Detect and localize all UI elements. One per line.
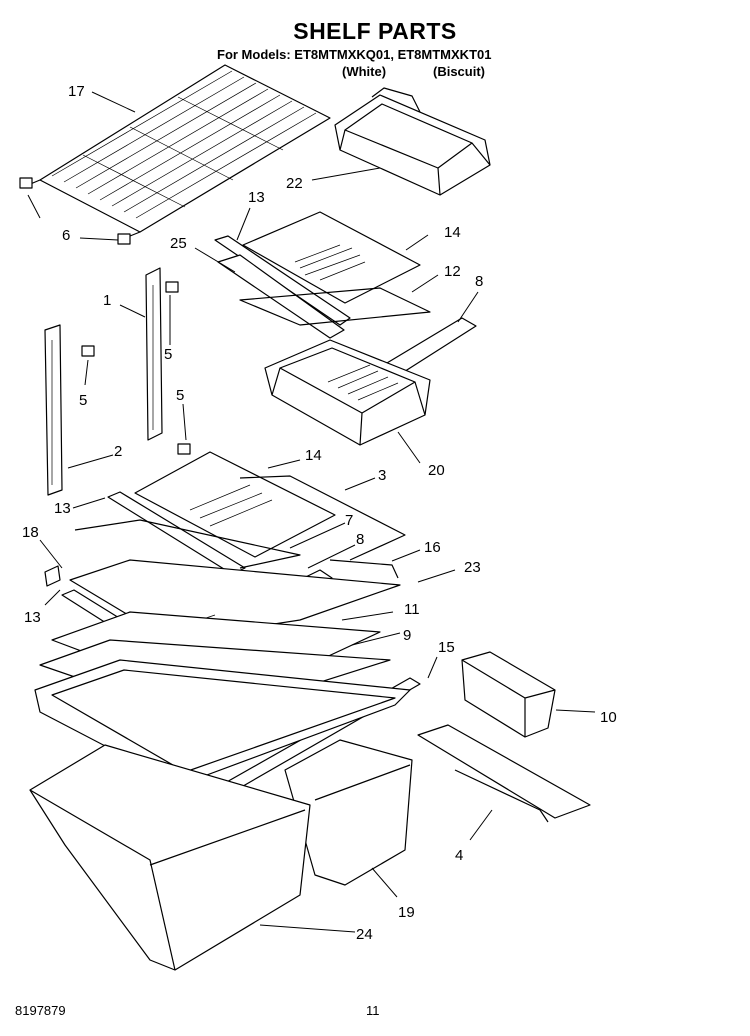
part-7-shelf-frame <box>74 519 301 569</box>
callout-5-a: 5 <box>164 346 172 363</box>
callout-25: 25 <box>170 235 187 252</box>
part-3-glass-panel <box>239 475 406 561</box>
callout-14-middle: 14 <box>305 447 322 464</box>
part-5-screws <box>81 281 191 455</box>
callout-11: 11 <box>404 601 420 618</box>
callout-8-middle: 8 <box>356 531 364 548</box>
callout-19: 19 <box>398 904 415 921</box>
part-19-right-crisper <box>284 739 413 886</box>
callout-15: 15 <box>438 639 455 656</box>
part-12-upper-shelf-support <box>239 287 431 326</box>
callout-13-lower: 13 <box>24 609 41 626</box>
part-22-deli-tray <box>334 87 491 196</box>
callout-3: 3 <box>378 467 386 484</box>
callout-1: 1 <box>103 292 111 309</box>
part-1-right-shelf-ladder <box>145 267 163 441</box>
page-number: 11 <box>366 1003 380 1018</box>
callout-9: 9 <box>403 627 411 644</box>
callout-12: 12 <box>444 263 461 280</box>
part-17-wire-shelf <box>19 64 331 245</box>
callout-5-c: 5 <box>176 387 184 404</box>
callout-20: 20 <box>428 462 445 479</box>
callout-24: 24 <box>356 926 373 943</box>
callout-14-upper: 14 <box>444 224 461 241</box>
callout-7: 7 <box>345 512 353 529</box>
part-4-crisper-control <box>417 724 591 823</box>
callout-4: 4 <box>455 847 463 864</box>
callout-17: 17 <box>68 83 85 100</box>
part-18-shelf-slide <box>44 565 61 587</box>
callout-10: 10 <box>600 709 617 726</box>
part-2-left-shelf-ladder <box>44 324 63 496</box>
part-14-upper-glass-shelf <box>242 211 421 304</box>
callout-6: 6 <box>62 227 70 244</box>
color-white-label: (White) <box>342 64 387 79</box>
color-biscuit-label: (Biscuit) <box>433 64 485 79</box>
document-number: 8197879 <box>15 1003 66 1018</box>
part-14-middle-glass-shelf <box>134 451 336 558</box>
callout-23: 23 <box>464 559 481 576</box>
callout-5-b: 5 <box>79 392 87 409</box>
models-line: For Models: ET8MTMXKQ01, ET8MTMXKT01 <box>217 47 492 62</box>
callout-22: 22 <box>286 175 303 192</box>
callout-8-upper: 8 <box>475 273 483 290</box>
callout-18: 18 <box>22 524 39 541</box>
leader-lines <box>27 91 596 933</box>
part-20-meat-pan <box>264 339 431 446</box>
part-16-shelf-edge <box>329 559 399 579</box>
callout-13-upper: 13 <box>248 189 265 206</box>
callout-2: 2 <box>114 443 122 460</box>
part-24-left-crisper <box>29 744 311 971</box>
part-13-middle-shelf-trim <box>107 491 246 575</box>
callout-16: 16 <box>424 539 441 556</box>
part-10-dairy-bin <box>461 651 556 738</box>
page-title: SHELF PARTS <box>293 18 457 44</box>
callout-numbers: 17 6 22 13 14 25 12 8 1 5 5 5 2 20 14 3 … <box>22 83 617 943</box>
callout-13-middle: 13 <box>54 500 71 517</box>
